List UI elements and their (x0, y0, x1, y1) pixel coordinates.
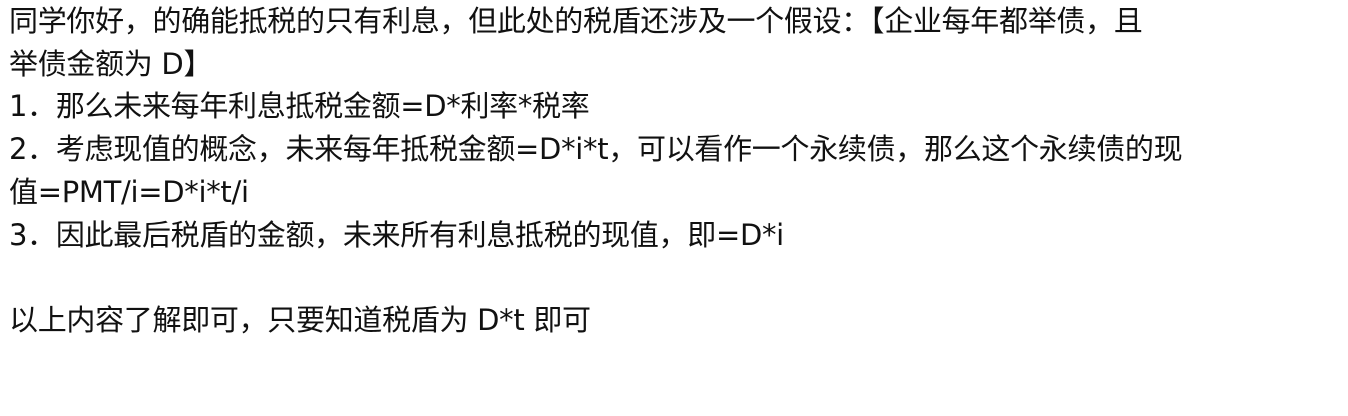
list-item-2-line-2: 值=PMT/i=D*i*t/i (9, 174, 249, 209)
list-item-3: 3．因此最后税盾的金额，未来所有利息抵税的现值，即=D*i (9, 217, 784, 252)
list-item-1: 1．那么未来每年利息抵税金额=D*利率*税率 (9, 89, 590, 124)
paragraph-intro-line-2: 举债金额为 D】 (9, 46, 213, 81)
closing-note: 以上内容了解即可，只要知道税盾为 D*t 即可 (9, 302, 591, 337)
paragraph-intro-line-1: 同学你好，的确能抵税的只有利息，但此处的税盾还涉及一个假设：【企业每年都举债，且 (9, 4, 1143, 38)
list-item-2-line-1: 2．考虑现值的概念，未来每年抵税金额=D*i*t，可以看作一个永续债，那么这个永… (9, 132, 1183, 167)
blank-line (9, 256, 1338, 299)
